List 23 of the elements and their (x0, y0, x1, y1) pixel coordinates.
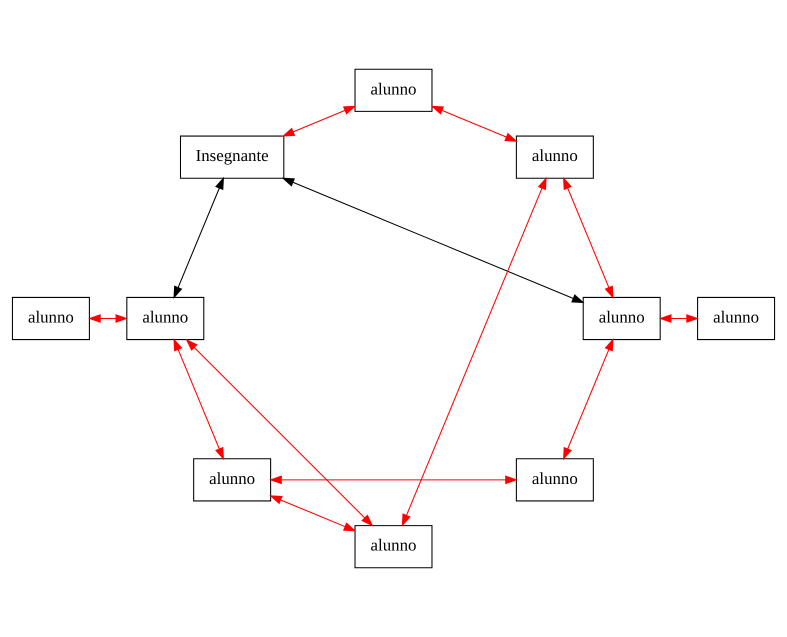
arrow (430, 106, 518, 142)
arrow (173, 176, 224, 299)
arrow (173, 338, 224, 460)
node-box: alunno (12, 296, 90, 340)
node-box: alunno (516, 136, 594, 179)
node-box: alunno (582, 296, 661, 340)
node-box: Insegnante (180, 136, 284, 179)
arrow (282, 106, 356, 137)
arrow (562, 176, 614, 299)
arrow (88, 314, 128, 323)
arrow (269, 475, 518, 484)
node-box: alunno (354, 525, 432, 568)
node-box: alunno (354, 68, 432, 112)
arrow (658, 314, 699, 323)
node-box: alunno (126, 296, 204, 340)
arrow (402, 176, 547, 527)
node-box: alunno (697, 296, 776, 340)
arrow (562, 338, 614, 460)
arrow (282, 178, 585, 304)
node-box: alunno (516, 458, 594, 502)
node-box: alunno (193, 458, 272, 502)
arrow (269, 495, 356, 532)
arrow (186, 338, 374, 527)
